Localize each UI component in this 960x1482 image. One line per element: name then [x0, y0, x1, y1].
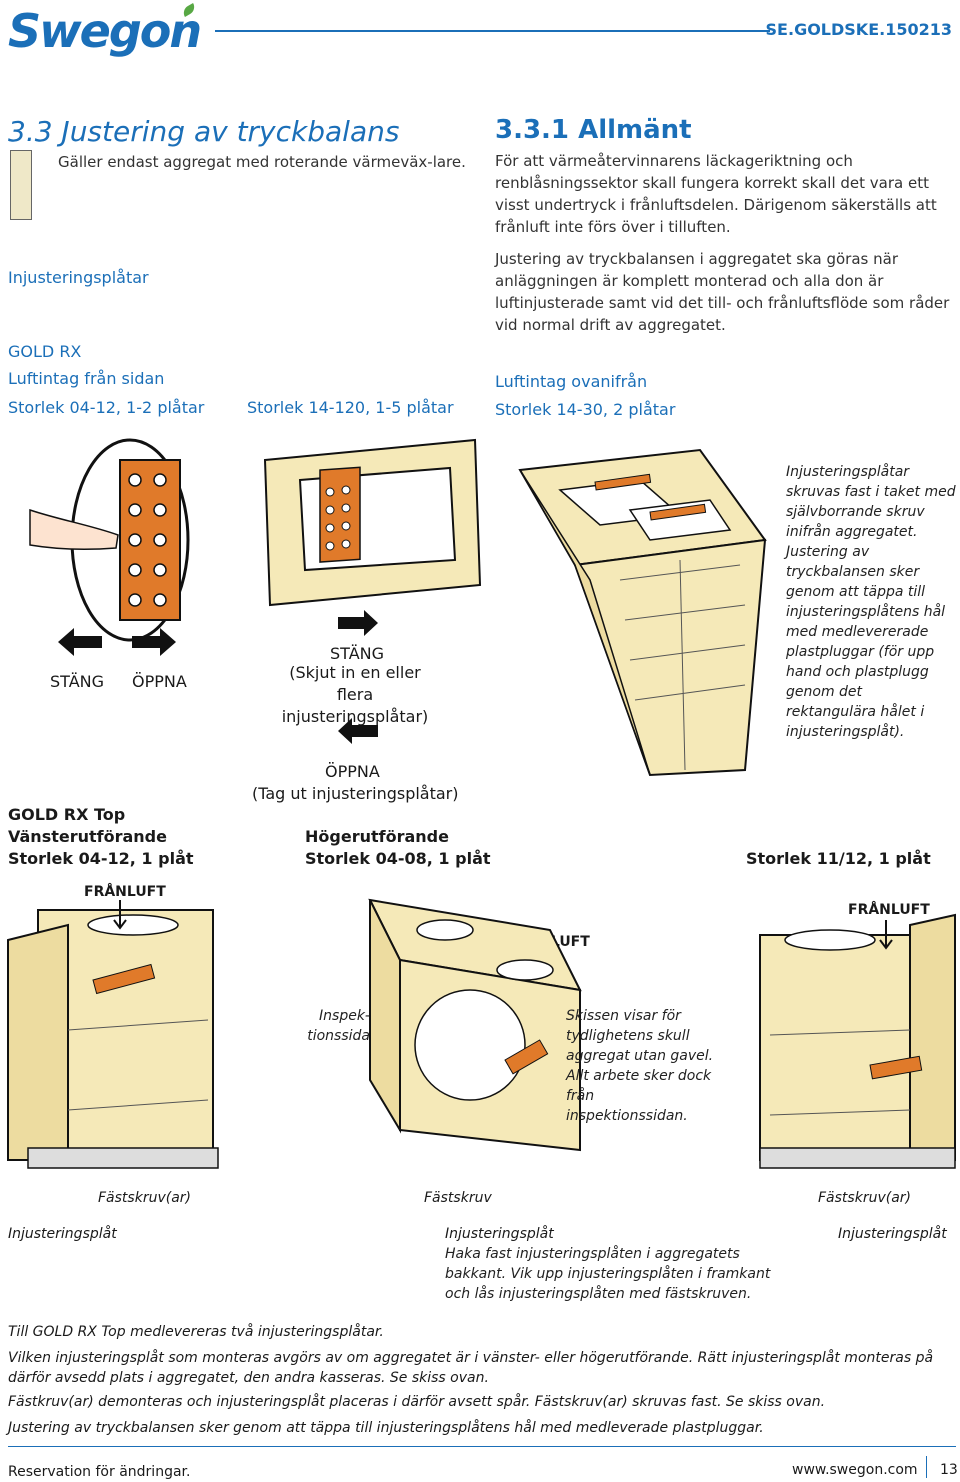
document-code: SE.GOLDSKE.150213	[765, 20, 952, 39]
footer-note-4: Justering av tryckbalansen sker genom at…	[8, 1420, 764, 1436]
figure-right-unit	[759, 913, 956, 1169]
subsection-title: 3.3.1 Allmänt	[495, 115, 692, 145]
plate-left-label: Injusteringsplåt	[8, 1226, 117, 1242]
section-title: 3.3 Justering av tryckbalans	[8, 115, 400, 148]
figure-middle-unit	[368, 898, 582, 1152]
footer-note-2: Vilken injusteringsplåt som monteras avg…	[8, 1350, 934, 1386]
fig1-open-label: ÖPPNA	[132, 672, 187, 691]
sketch-note: Skissen visar för tydlighetens skull agg…	[566, 1008, 714, 1124]
left-version-label: Vänsterutförande	[8, 827, 167, 846]
note-icon	[10, 150, 32, 220]
arrow-down-icon	[113, 900, 127, 930]
figure-top-intake-unit	[518, 448, 767, 777]
note-text: Gäller endast aggregat med roterande vär…	[58, 153, 466, 171]
right-size-label: Storlek 04-08, 1 plåt	[305, 849, 491, 868]
footer-note-3: Fästkruv(ar) demonteras och injusterings…	[8, 1394, 826, 1410]
top-size-label: Storlek 14-30, 2 plåtar	[495, 400, 676, 419]
footer-note-1: Till GOLD RX Top medlevereras två injust…	[8, 1324, 384, 1340]
figure-left-unit	[7, 909, 219, 1169]
exhaust-label-3: FRÅNLUFT	[848, 902, 930, 918]
arrow-left-icon	[338, 718, 378, 744]
fig1-close-label: STÄNG	[50, 672, 104, 691]
fig3-note: Injusteringsplåtar skruvas fast i taket …	[786, 464, 956, 740]
arrow-down-icon	[879, 920, 893, 950]
gold-rx-top-label: GOLD RX Top	[8, 805, 126, 824]
header-rule	[215, 30, 770, 32]
fig2-close-desc: (Skjut in en eller flera injusteringsplå…	[281, 663, 429, 726]
screw-left-label: Fästskruv(ar)	[98, 1190, 191, 1206]
website-link[interactable]: www.swegon.com	[792, 1462, 918, 1478]
top-intake-label: Luftintag ovanifrån	[495, 372, 648, 391]
right-size2-label: Storlek 11/12, 1 plåt	[746, 849, 931, 868]
fig2-close-label: STÄNG	[330, 644, 384, 663]
subtitle-plates: Injusteringsplåtar	[8, 268, 149, 287]
figure-rect-inlet	[263, 438, 482, 607]
right-version-label: Högerutförande	[305, 827, 449, 846]
arrow-right-icon	[132, 628, 176, 656]
arrow-right-icon	[338, 610, 378, 636]
fig2-open-desc: (Tag ut injusteringsplåtar)	[252, 784, 459, 803]
footer-rule	[8, 1446, 956, 1447]
side-intake-label: Luftintag från sidan	[8, 369, 165, 388]
swegon-logo: Swegon	[8, 4, 202, 58]
plate-right-label: Injusteringsplåt	[838, 1226, 947, 1242]
screw-right-label: Fästskruv(ar)	[818, 1190, 911, 1206]
inspection-side-label: Inspek-tionssida	[307, 1008, 370, 1044]
arrow-left-icon	[58, 628, 102, 656]
fig2-open-label: ÖPPNA	[325, 762, 380, 781]
reservation-text: Reservation för ändringar.	[8, 1464, 191, 1480]
size-a-label: Storlek 04-12, 1-2 plåtar	[8, 398, 205, 417]
size-b-label: Storlek 14-120, 1-5 plåtar	[247, 398, 454, 417]
left-size-label: Storlek 04-12, 1 plåt	[8, 849, 194, 868]
figure-round-inlet	[29, 438, 190, 642]
footer-divider	[926, 1456, 927, 1478]
mid-instruction: Haka fast injusteringsplåten i aggregate…	[445, 1246, 771, 1302]
general-para-1: För att värmeåtervinnarens läckageriktni…	[495, 152, 937, 236]
page-number: 13	[940, 1462, 958, 1478]
plate-mid-label: Injusteringsplåt	[445, 1226, 554, 1242]
screw-mid-label: Fästskruv	[424, 1190, 492, 1206]
gold-rx-label: GOLD RX	[8, 342, 82, 361]
exhaust-label-1: FRÅNLUFT	[84, 884, 166, 900]
general-para-2: Justering av tryckbalansen i aggregatet …	[495, 250, 950, 334]
